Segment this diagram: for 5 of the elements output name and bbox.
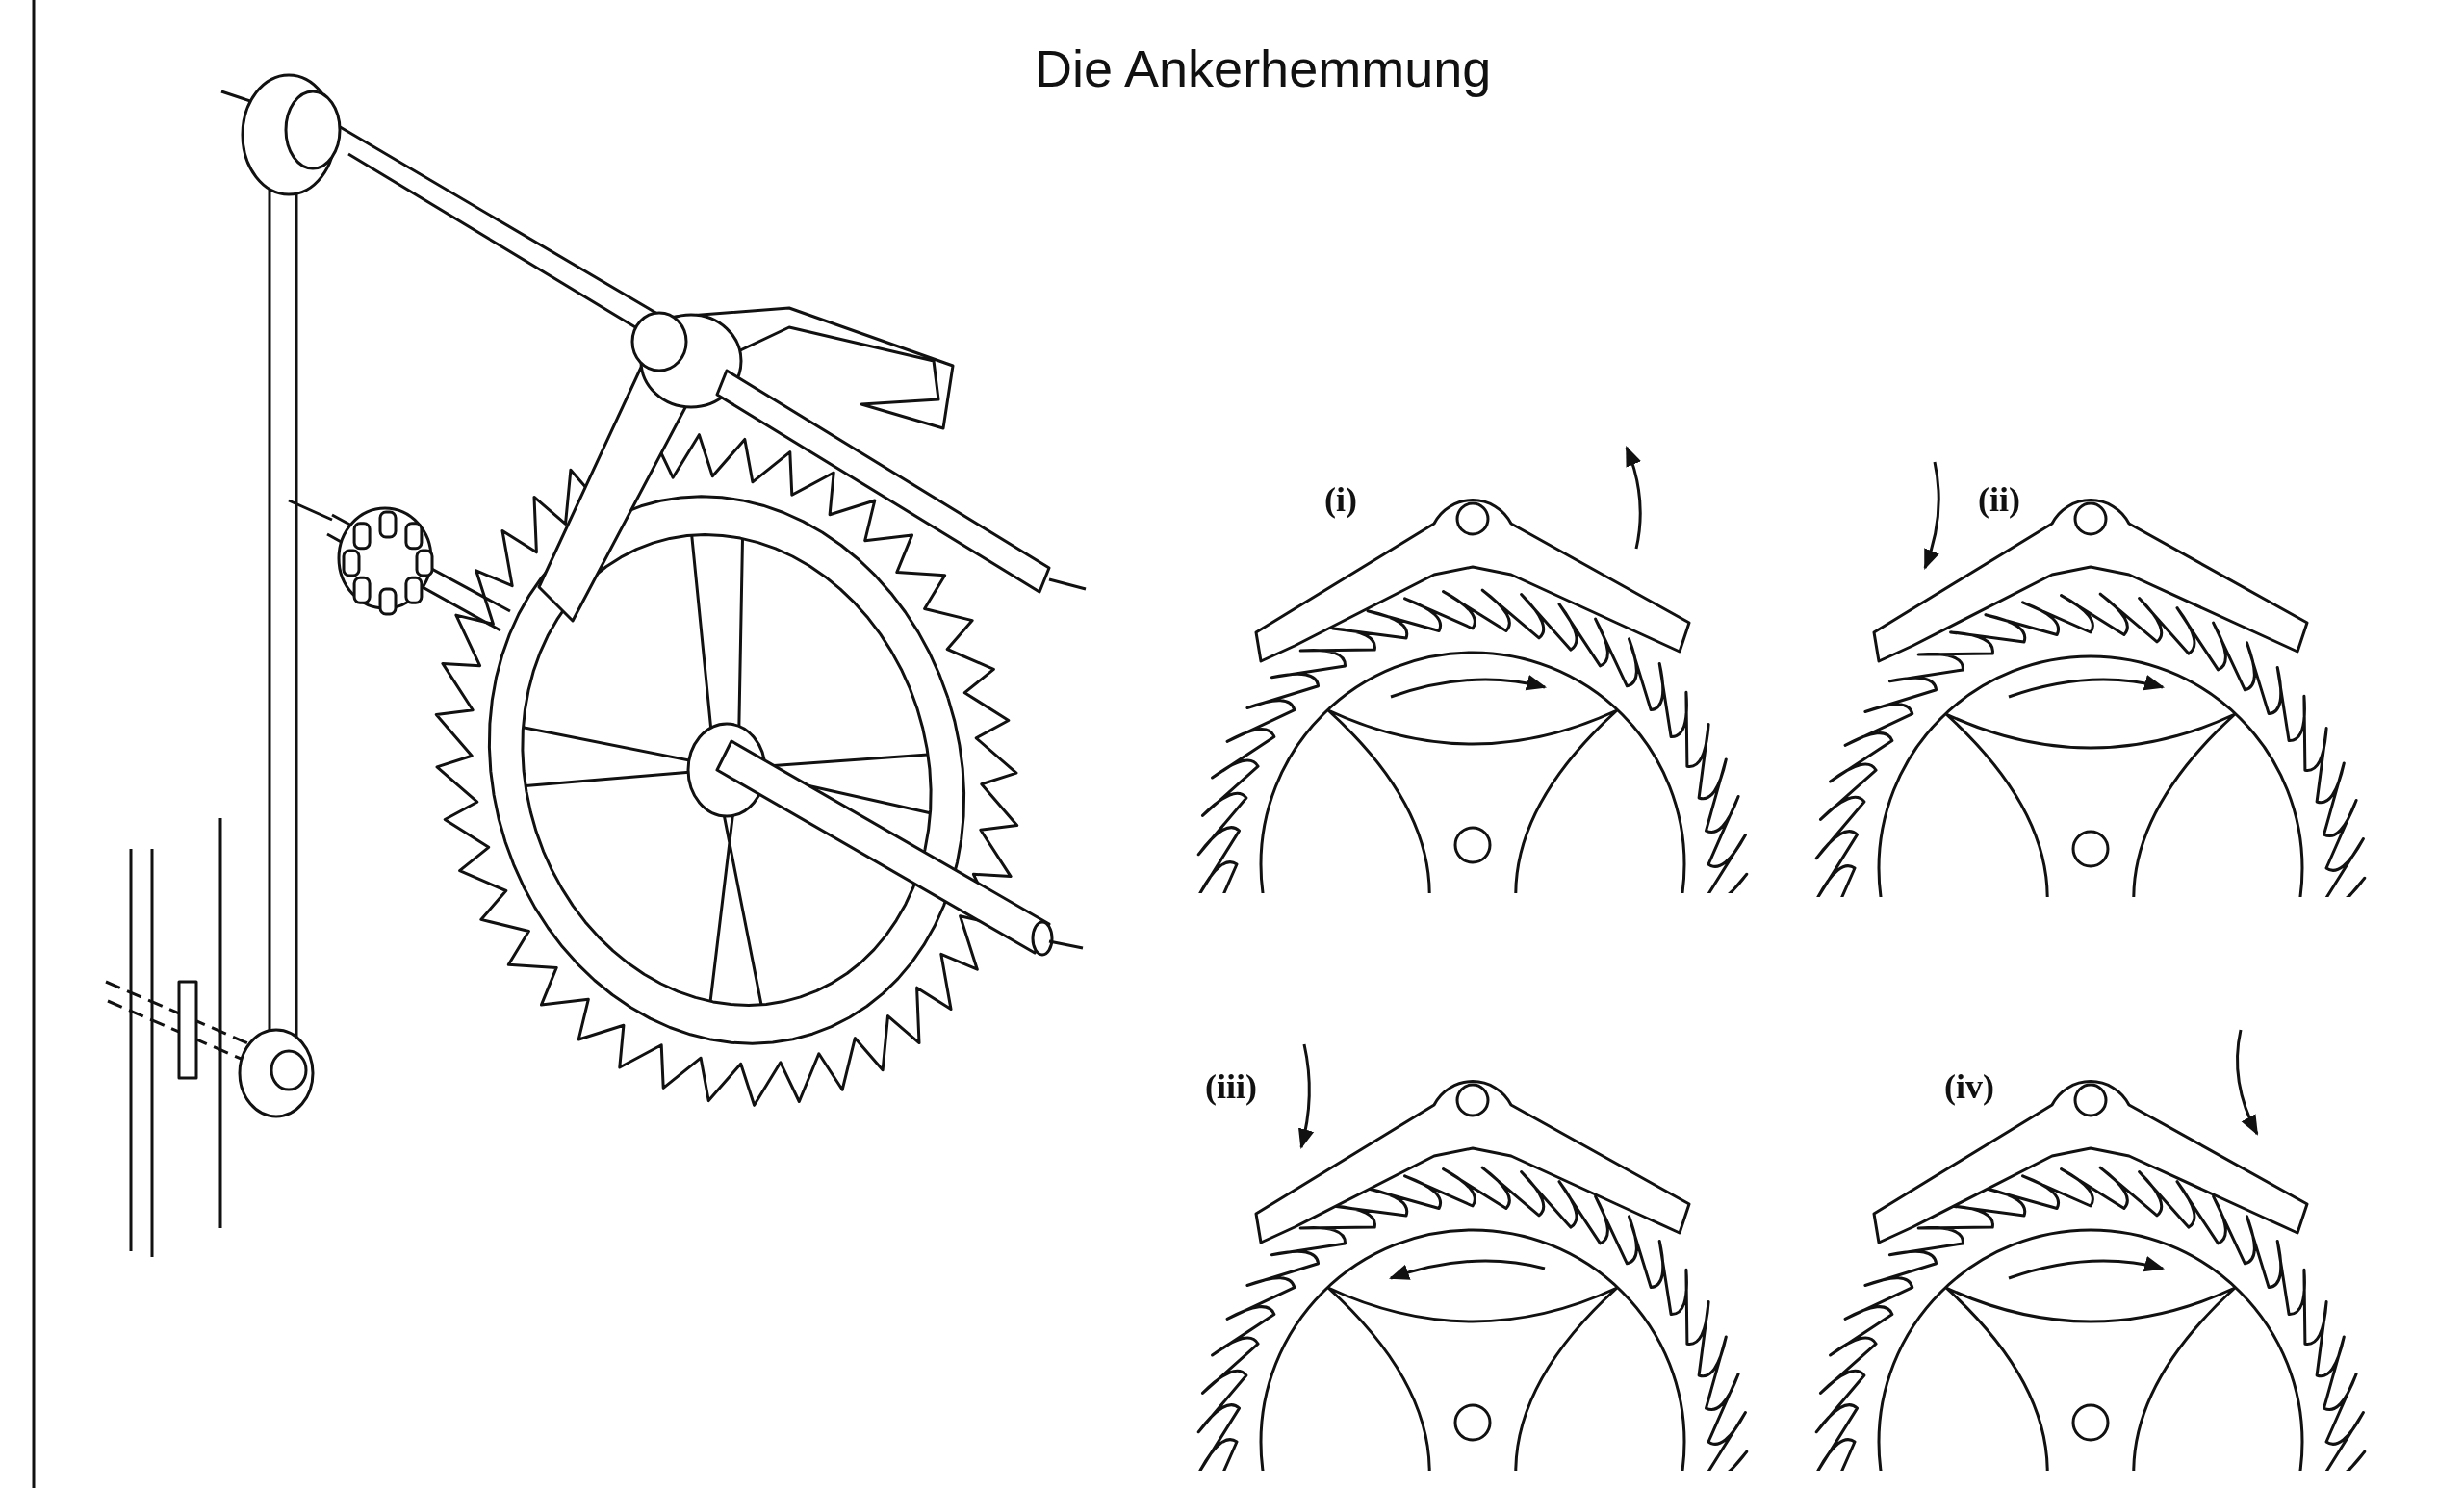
- panel-label: (ii): [1978, 479, 2020, 520]
- panel-label: (i): [1324, 479, 1357, 520]
- diagram-title: Die Ankerhemmung: [1035, 38, 1492, 98]
- panel-label: (iii): [1205, 1066, 1257, 1107]
- panel-label: (iv): [1944, 1066, 1994, 1107]
